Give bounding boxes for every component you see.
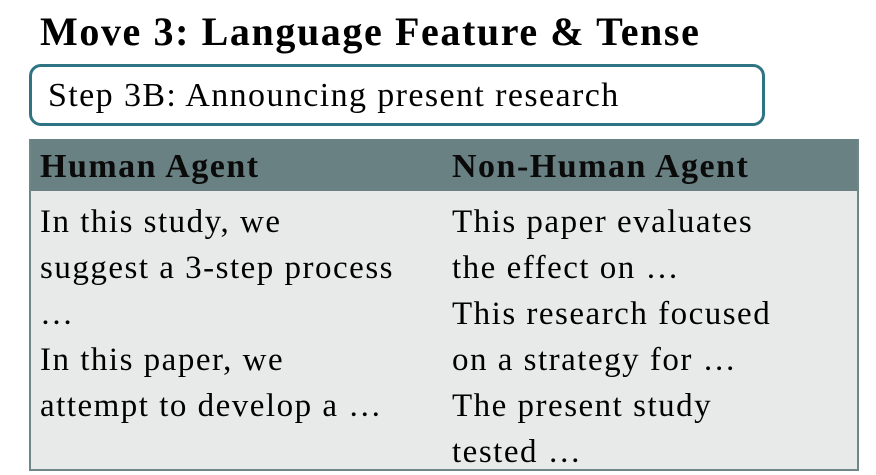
step-label: Step 3B: Announcing present research [48, 77, 620, 114]
non-human-agent-line: on a strategy for … [452, 342, 738, 378]
human-agent-line: … [40, 296, 75, 332]
non-human-agent-line: The present study [452, 388, 713, 424]
non-human-agent-line: the effect on … [452, 250, 681, 286]
human-agent-line: attempt to develop a … [40, 388, 383, 424]
non-human-agent-line: tested … [452, 434, 583, 470]
human-agent-line: In this paper, we [40, 342, 285, 378]
header-human-agent: Human Agent [40, 148, 260, 185]
table-header-row: Human Agent Non-Human Agent [31, 139, 857, 191]
slide-title: Move 3: Language Feature & Tense [40, 9, 701, 54]
examples-table: Human Agent Non-Human Agent In this stud… [29, 139, 859, 471]
human-agent-line: In this study, we [40, 204, 282, 240]
non-human-agent-line: This research focused [452, 296, 772, 332]
human-agent-column: In this study, we suggest a 3-step proce… [40, 199, 394, 429]
header-non-human-agent: Non-Human Agent [452, 148, 750, 185]
non-human-agent-column: This paper evaluates the effect on … Thi… [452, 199, 771, 475]
human-agent-line: suggest a 3-step process [40, 250, 395, 286]
non-human-agent-line: This paper evaluates [452, 204, 754, 240]
step-box: Step 3B: Announcing present research [29, 64, 765, 126]
